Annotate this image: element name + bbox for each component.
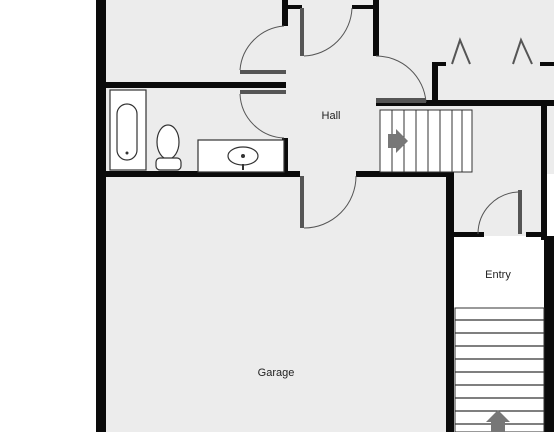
staircase-entry	[454, 307, 545, 432]
stair-entry-arrow-icon	[486, 410, 510, 432]
wall-bath-top	[104, 82, 286, 88]
wall-closet-top	[432, 62, 446, 66]
bathtub	[109, 89, 147, 171]
door-entry-swing	[477, 191, 519, 235]
sink-drain	[241, 154, 245, 158]
wall-hall-east-upper	[373, 0, 379, 56]
door-hall-left-upper-swing	[239, 25, 285, 71]
walls	[96, 0, 554, 432]
floor-areas	[104, 0, 554, 432]
wall-hall-top-right-stub	[352, 5, 376, 9]
door-top-hall-leaf[interactable]	[300, 8, 304, 56]
hall-floor	[284, 0, 380, 174]
toilet-bowl	[156, 124, 180, 160]
wall-hall-west-upper	[282, 0, 288, 26]
wall-entry-east	[544, 236, 554, 432]
sink-faucet	[242, 164, 244, 170]
staircase-upper	[379, 109, 473, 173]
vanity	[197, 139, 285, 173]
door-hall-left-lower-leaf[interactable]	[240, 90, 286, 94]
wall-hall-top-stub	[288, 5, 302, 9]
wall-closet-right-stub	[540, 62, 554, 66]
room-label-hall: Hall	[322, 110, 341, 122]
door-entry-leaf[interactable]	[518, 190, 522, 234]
door-hall-left-upper-leaf[interactable]	[240, 70, 286, 74]
entry-vestibule-floor	[450, 174, 544, 236]
wall-garage-top	[104, 171, 300, 177]
door-top-hall-swing	[303, 7, 353, 57]
room-label-garage: Garage	[258, 367, 295, 379]
bifold-right	[512, 37, 533, 65]
wall-right-edge	[541, 100, 547, 240]
stair-upper-arrow-icon	[388, 129, 408, 153]
door-hall-left-lower-swing	[239, 93, 285, 139]
wall-closet-left	[432, 62, 438, 106]
toilet-tank	[155, 157, 182, 171]
toilet	[155, 124, 182, 171]
bifold-left	[451, 37, 471, 65]
door-garage-leaf[interactable]	[300, 176, 304, 228]
wall-west	[96, 0, 106, 432]
door-garage-swing	[303, 175, 357, 229]
door-hall-right-swing	[375, 55, 427, 103]
wall-entry-top-right	[526, 232, 546, 237]
door-hall-right-leaf[interactable]	[376, 98, 426, 103]
right-closet-floor	[436, 64, 554, 104]
doors	[239, 7, 522, 235]
garage-floor	[104, 174, 450, 432]
wall-hall-west-lower	[282, 138, 288, 174]
wall-entry-top	[450, 232, 484, 237]
wall-stair-top	[376, 100, 554, 106]
room-label-entry: Entry	[485, 269, 511, 281]
closet-bifold-doors	[451, 37, 533, 65]
bathtub-basin	[116, 103, 138, 161]
wall-garage-top-right	[356, 171, 452, 177]
wall-garage-east	[446, 171, 454, 432]
bathtub-drain	[125, 151, 129, 155]
